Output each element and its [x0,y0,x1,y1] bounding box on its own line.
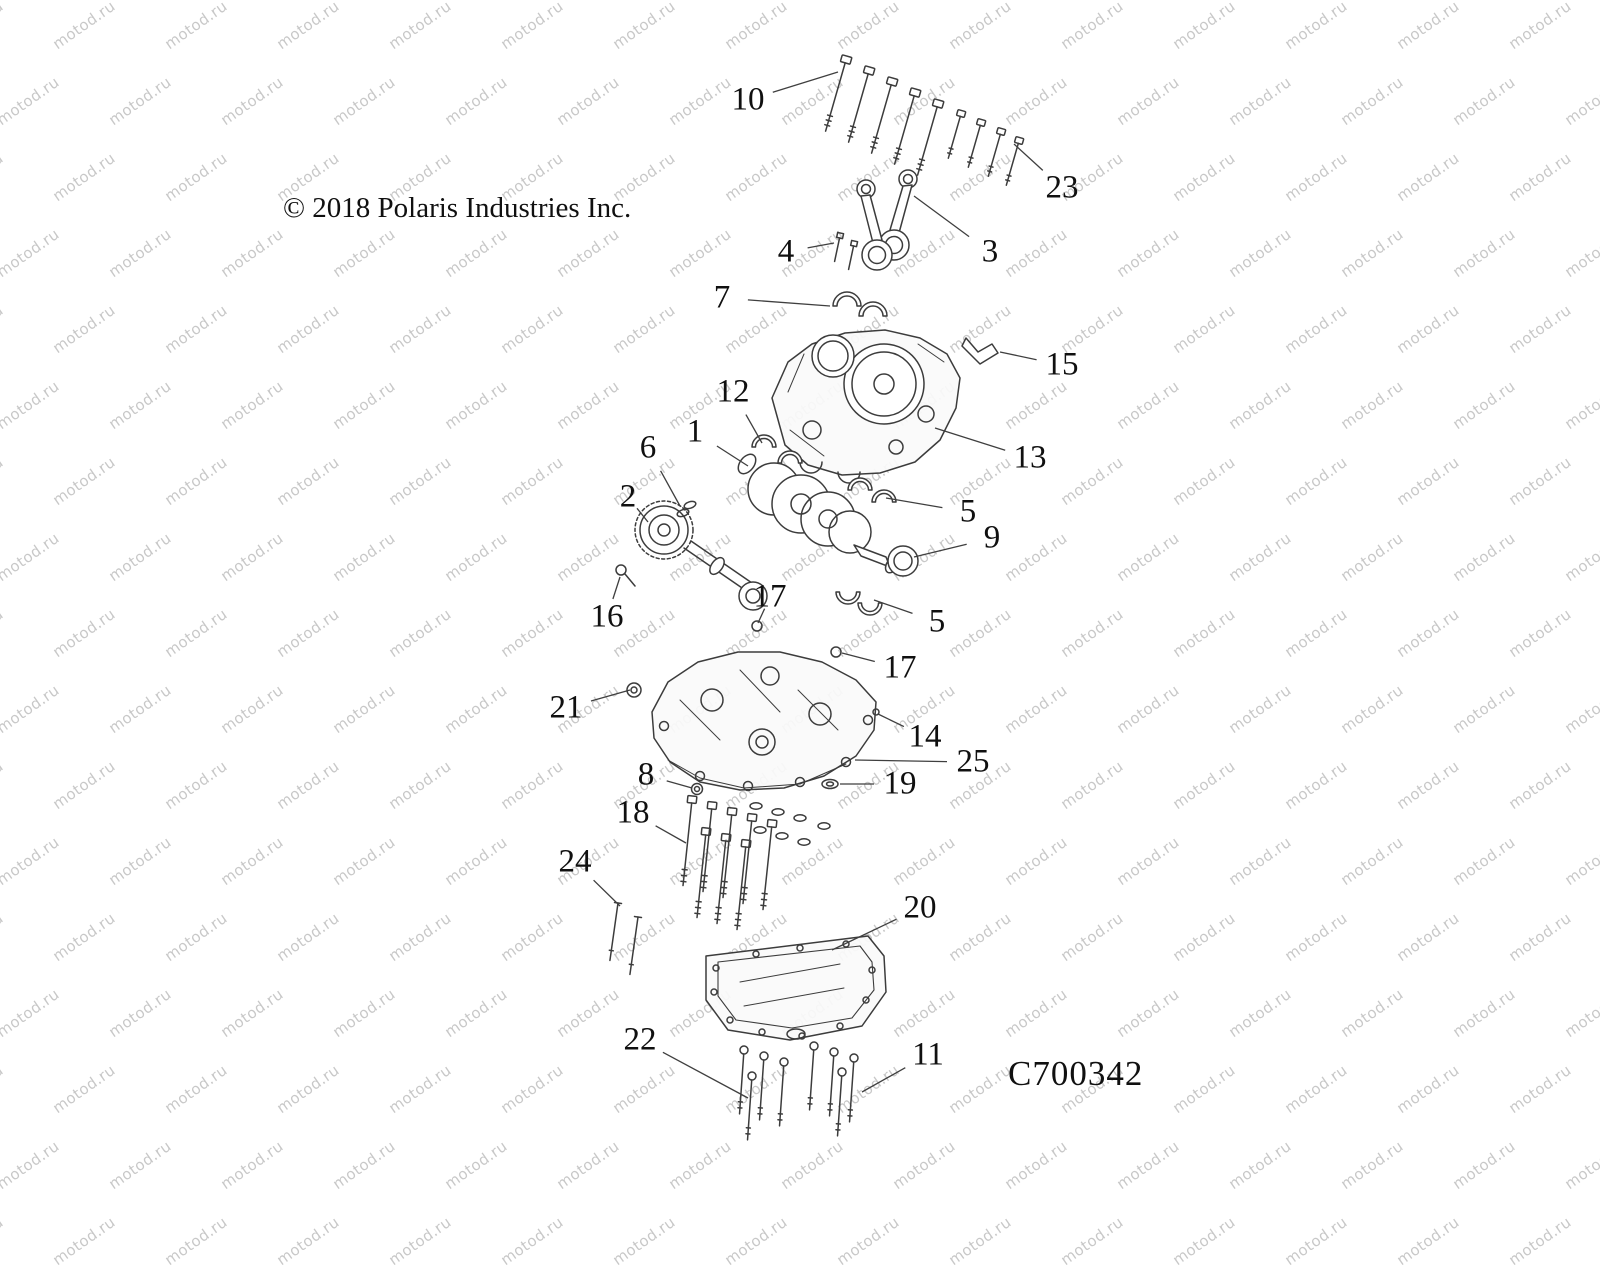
watermark-text: motod.ru [1505,1212,1575,1269]
watermark-text: motod.ru [273,1212,343,1269]
watermark-text: motod.ru [609,1212,679,1269]
case-bolts-10 [820,54,945,178]
dowel-pin-17-left [751,620,763,632]
balance-shaft-2 [634,500,768,611]
washer-19 [821,778,839,790]
seal-ring-9 [887,545,919,577]
crankcase-upper-13 [771,329,961,484]
watermark-text: motod.ru [1281,1212,1351,1269]
watermark-text: motod.ru [0,1212,7,1269]
connecting-rods-3 [856,169,918,271]
washers-row [749,802,831,846]
case-bolts-18 [677,794,778,931]
retainer-15 [961,337,999,365]
bolt-16 [615,564,636,587]
watermark-text: motod.ru [1169,1212,1239,1269]
watermark-text: motod.ru [1393,1212,1463,1269]
crankcase-lower-14 [651,651,880,792]
watermark-text: motod.ru [721,1212,791,1269]
rod-bearings-7 [832,291,888,317]
rod-bolts-4 [830,231,859,271]
watermark-text: motod.ru [945,1212,1015,1269]
parts-diagram [605,54,1025,1141]
washers-6 [676,500,697,518]
copyright-text: © 2018 Polaris Industries Inc. [283,192,632,224]
watermark-text: motod.ru [161,1212,231,1269]
oil-pan-20 [705,935,887,1041]
watermark-text: motod.ru [385,1212,455,1269]
nut-8 [690,782,704,796]
pan-bolts-22 [734,1044,790,1141]
plug-21 [626,682,642,698]
watermark-text: motod.ru [497,1212,567,1269]
main-bearings-5-upper [847,477,897,503]
diagram-code: C700342 [1008,1054,1144,1093]
bolts-24 [605,901,643,976]
pan-bolts-11 [804,1040,860,1137]
studs-23 [943,108,1025,188]
dowel-pin-17-right [830,646,842,658]
main-bearings-5-lower [835,591,883,616]
watermark-text: motod.ru [833,1212,903,1269]
watermark-text: motod.ru [1057,1212,1127,1269]
watermark-text: motod.ru [49,1212,119,1269]
